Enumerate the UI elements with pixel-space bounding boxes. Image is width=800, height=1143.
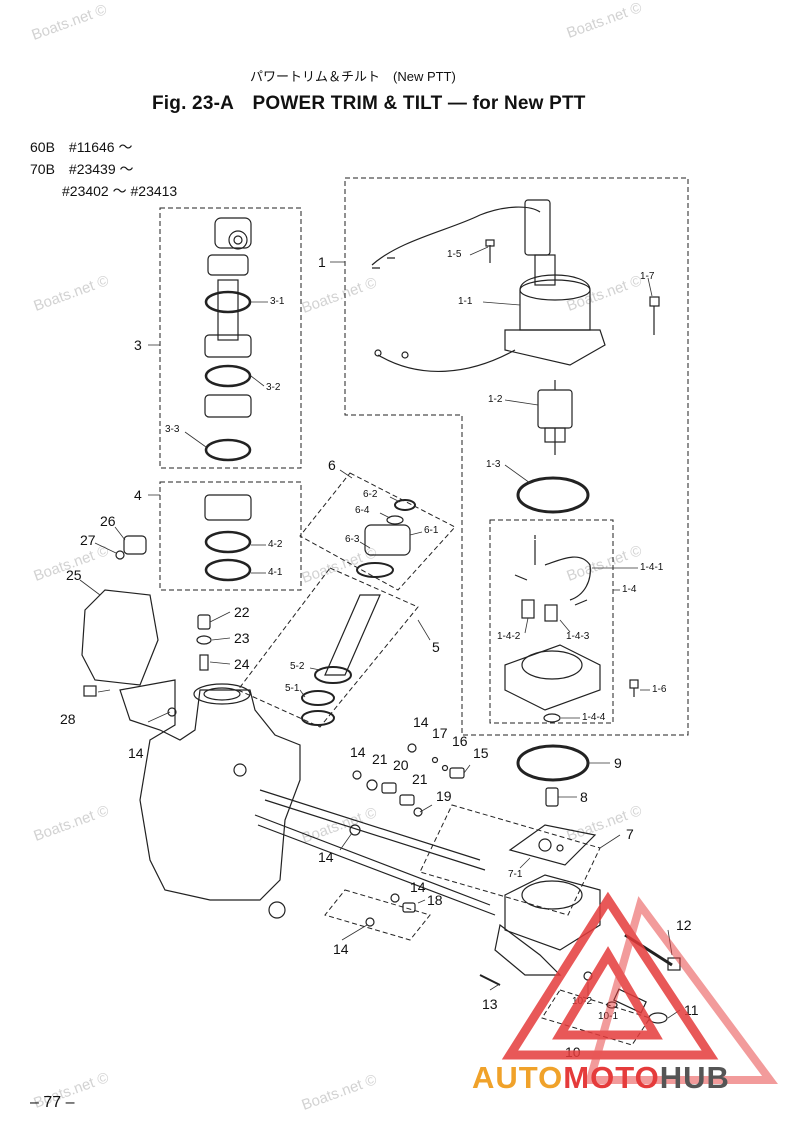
part-label: 23 bbox=[234, 630, 250, 646]
part-label: 14 bbox=[128, 745, 144, 761]
part-label: 28 bbox=[60, 711, 76, 727]
part-label: 6-2 bbox=[363, 489, 378, 500]
page-number: – 77 – bbox=[30, 1094, 75, 1111]
part-label: 7-1 bbox=[508, 869, 523, 880]
o-ring-3-1 bbox=[204, 290, 252, 314]
part-label: 21 bbox=[372, 751, 388, 767]
part-label: 9 bbox=[614, 755, 622, 771]
o-ring-3-2 bbox=[204, 364, 252, 388]
part-label: 7 bbox=[626, 826, 634, 842]
part-label: 4-2 bbox=[268, 539, 283, 550]
group-box-7 bbox=[419, 804, 601, 916]
part-label: 1-4-2 bbox=[497, 631, 521, 642]
part-label: 5-1 bbox=[285, 683, 300, 694]
pump-plate bbox=[508, 824, 597, 866]
part-label: 1-4 bbox=[622, 584, 637, 595]
part-label: 1-1 bbox=[458, 296, 473, 307]
part-label: 3-3 bbox=[165, 424, 180, 435]
part-label: 6-4 bbox=[355, 505, 370, 516]
o-ring-3-3 bbox=[204, 438, 252, 462]
group-box-1-4 bbox=[489, 519, 614, 724]
piston bbox=[204, 334, 252, 358]
reservoir bbox=[504, 874, 601, 951]
cylinder-housing bbox=[119, 679, 301, 901]
part-label: 6 bbox=[328, 457, 336, 473]
part-label: 17 bbox=[432, 725, 448, 741]
group-box-3 bbox=[159, 207, 302, 469]
brush bbox=[544, 604, 558, 622]
part-label: 14 bbox=[410, 879, 426, 895]
part-label: 12 bbox=[676, 917, 692, 933]
part-label: 3 bbox=[134, 337, 142, 353]
figure-subtitle: パワートリム＆チルト (New PTT) bbox=[250, 69, 456, 84]
part-label: 27 bbox=[80, 532, 96, 548]
pipe bbox=[259, 789, 486, 871]
serial-range: 60B #11646 ～ bbox=[30, 139, 133, 155]
coupling bbox=[545, 787, 559, 807]
part-label: 1-3 bbox=[486, 459, 501, 470]
brush-lead bbox=[544, 556, 591, 601]
part-label: 4-1 bbox=[268, 567, 283, 578]
group-box-6 bbox=[299, 472, 456, 591]
part-label: 1-4-3 bbox=[566, 631, 590, 642]
cable-terminal bbox=[372, 257, 395, 269]
oil-seal bbox=[543, 713, 561, 723]
part-label: 1-2 bbox=[488, 394, 503, 405]
cylinder-cap bbox=[204, 494, 252, 521]
pipe bbox=[254, 814, 496, 916]
part-label: 18 bbox=[427, 892, 443, 908]
motor-base bbox=[504, 329, 606, 366]
part-label: 14 bbox=[350, 744, 366, 760]
brush-holder bbox=[504, 644, 601, 711]
trim-rod bbox=[324, 594, 381, 676]
part-label: 3-1 bbox=[270, 296, 285, 307]
part-label: 1-5 bbox=[447, 249, 462, 260]
part-label: 22 bbox=[234, 604, 250, 620]
automotohub-logo-text: AUTOMOTOHUB bbox=[472, 1060, 730, 1095]
part-label: 5-2 bbox=[290, 661, 305, 672]
serial-range: 70B #23439 ～ bbox=[30, 161, 134, 177]
part-label: 5 bbox=[432, 639, 440, 655]
figure-title: Fig. 23-A POWER TRIM & TILT — for New PT… bbox=[152, 93, 586, 114]
part-label: 21 bbox=[412, 771, 428, 787]
motor-wire bbox=[377, 349, 516, 373]
o-ring-9 bbox=[516, 744, 590, 782]
part-label: 1-7 bbox=[640, 271, 655, 282]
part-label: 3-2 bbox=[266, 382, 281, 393]
part-label: 15 bbox=[473, 745, 489, 761]
part-label: 1-4-4 bbox=[582, 712, 606, 723]
part-label: 25 bbox=[66, 567, 82, 583]
part-label: 19 bbox=[436, 788, 452, 804]
part-label: 20 bbox=[393, 757, 409, 773]
motor-terminal-block bbox=[534, 254, 556, 286]
serial-range: #23402 ～ #23413 bbox=[62, 183, 178, 199]
part-label: 24 bbox=[234, 656, 250, 672]
part-label: 6-1 bbox=[424, 525, 439, 536]
brush bbox=[521, 599, 535, 619]
part-label: 4 bbox=[134, 487, 142, 503]
part-label: 16 bbox=[452, 733, 468, 749]
group-box-14-18 bbox=[324, 889, 431, 941]
trim-cap bbox=[364, 524, 411, 556]
armature bbox=[537, 389, 573, 429]
o-ring-1-3 bbox=[516, 476, 590, 514]
part-label: 1 bbox=[318, 254, 326, 270]
automotohub-logo bbox=[501, 891, 778, 1084]
anode-cover bbox=[81, 589, 159, 686]
part-label: 26 bbox=[100, 513, 116, 529]
group-box-motor bbox=[344, 177, 689, 736]
part-label: 1-4-1 bbox=[640, 562, 664, 573]
part-label: 8 bbox=[580, 789, 588, 805]
motor-body bbox=[519, 274, 591, 331]
part-label: 14 bbox=[333, 941, 349, 957]
part-label: 14 bbox=[413, 714, 429, 730]
group-box-5 bbox=[237, 567, 419, 728]
part-label: 1-6 bbox=[652, 684, 667, 695]
part-label: 13 bbox=[482, 996, 498, 1012]
part-label: 6-3 bbox=[345, 534, 360, 545]
part-label: 14 bbox=[318, 849, 334, 865]
